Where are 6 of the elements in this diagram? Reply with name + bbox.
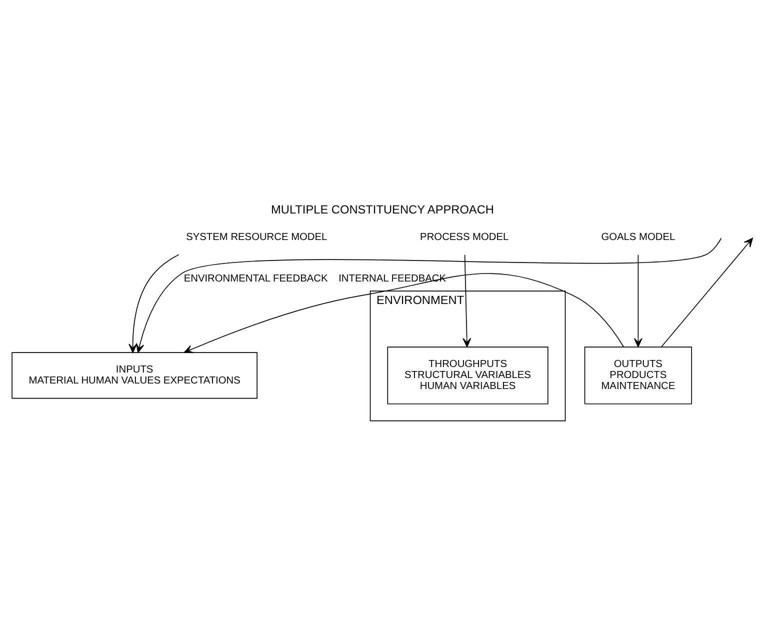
edge-label: ENVIRONMENTAL FEEDBACK bbox=[184, 272, 328, 284]
node-text: SYSTEM RESOURCE MODEL bbox=[186, 231, 328, 242]
node-text: GOALS MODEL bbox=[601, 231, 676, 242]
edge-label: INTERNAL FEEDBACK bbox=[338, 272, 446, 284]
node-text: PROCESS MODEL bbox=[420, 231, 509, 242]
diagram-title: MULTIPLE CONSTITUENCY APPROACH bbox=[271, 202, 494, 216]
